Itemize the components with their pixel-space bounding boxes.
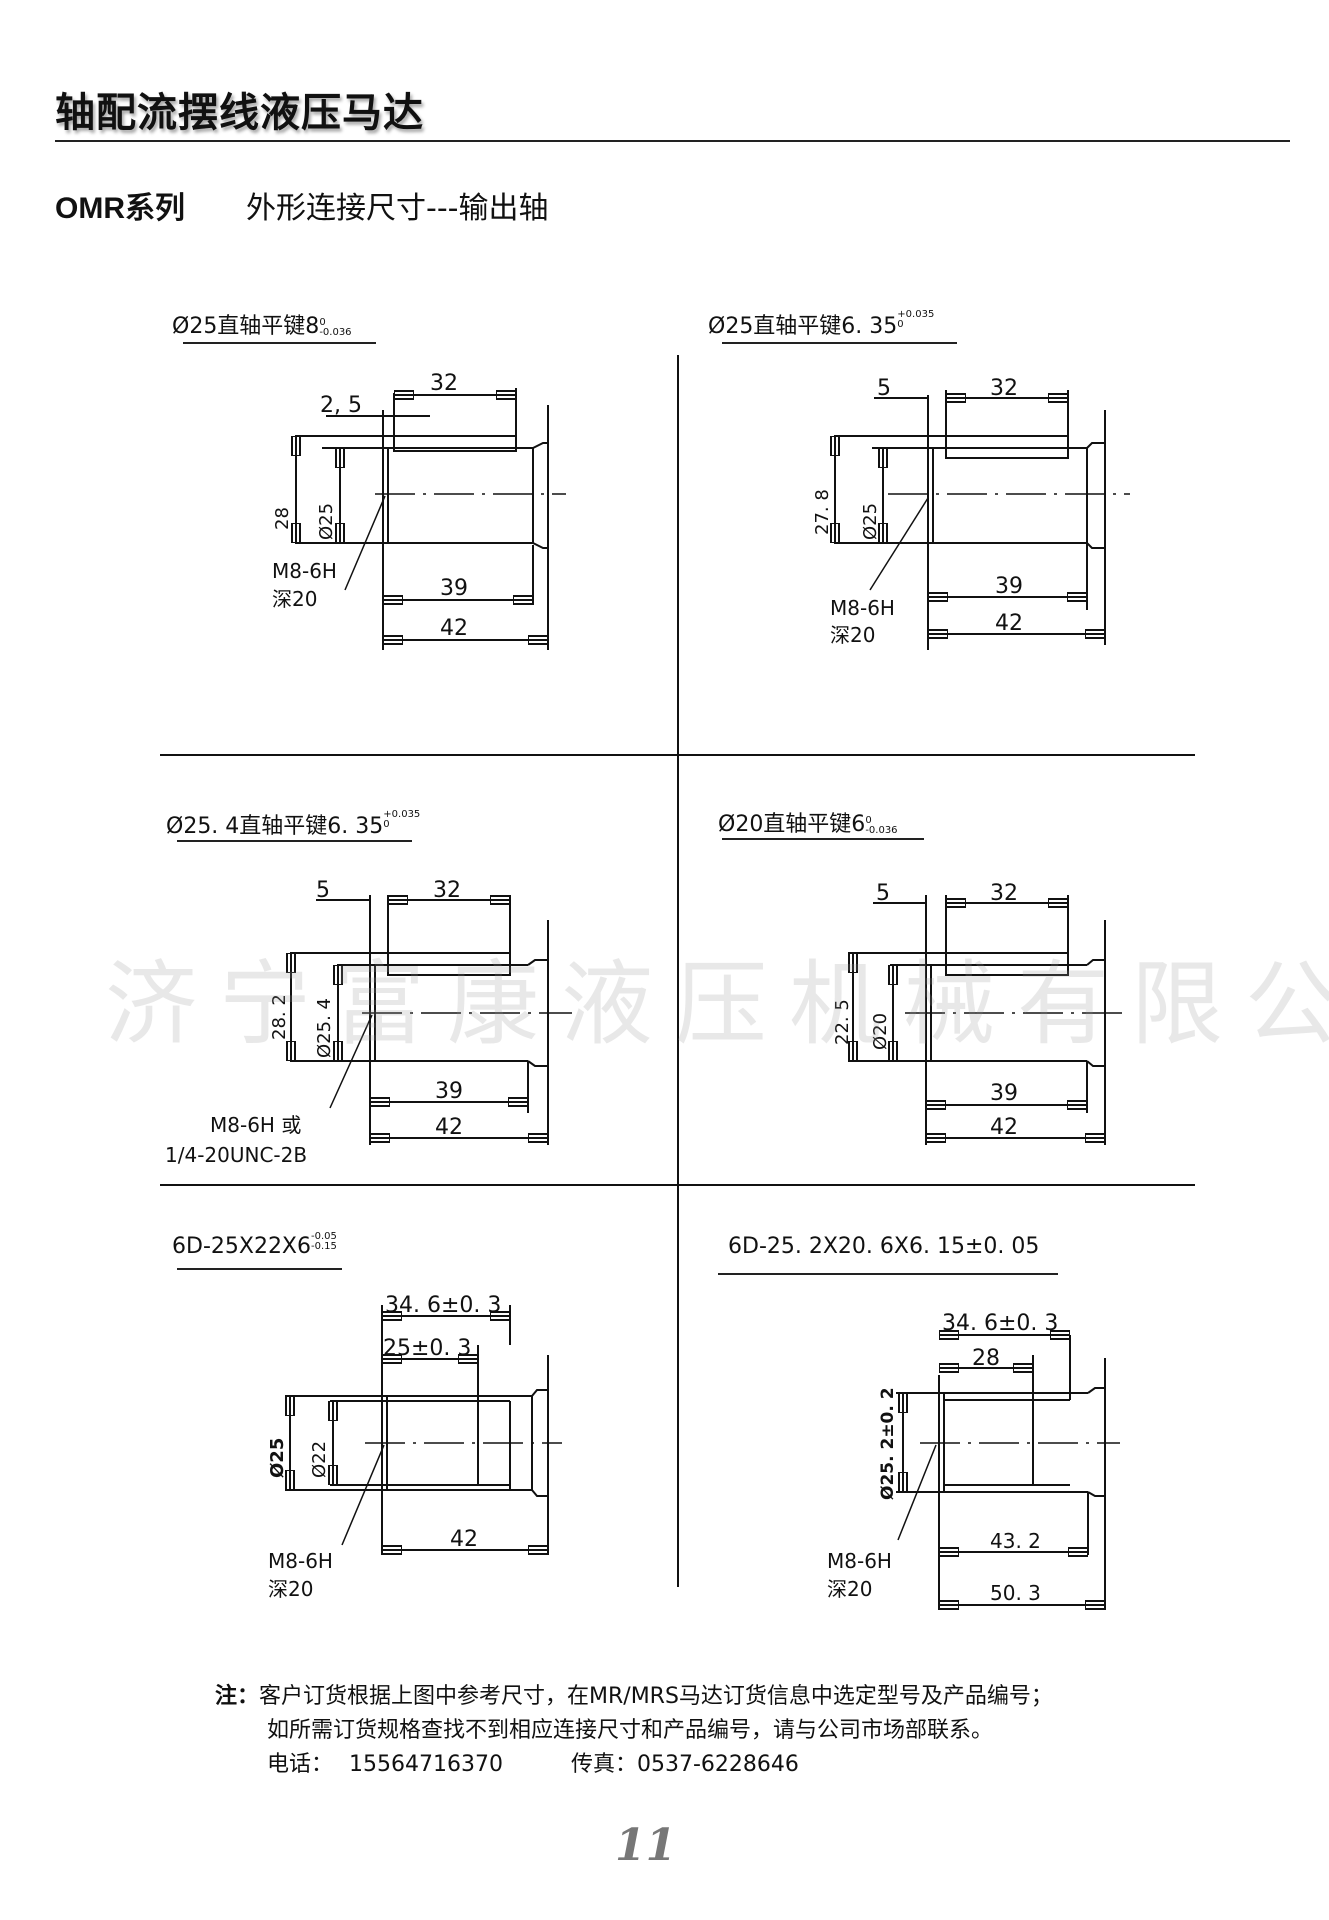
note-line-2: 如所需订货规格查找不到相应连接尺寸和产品编号，请与公司市场部联系。: [267, 1718, 994, 1743]
panel-5-dim-diameter: Ø25: [267, 1438, 288, 1478]
panel-3-dim-len-inner: 39: [435, 1079, 463, 1104]
panel-2-dim-top-left: 5: [877, 376, 891, 401]
panel-6-dim-span-outer: 34. 6±0. 3: [942, 1311, 1058, 1336]
panel-3-tol-lower: 0: [383, 819, 390, 830]
panel-1-title-text: Ø25直轴平键8: [172, 314, 320, 339]
panel-4-tol-upper: 0: [865, 815, 872, 826]
panel-3-dim-len-outer: 42: [435, 1115, 463, 1140]
panel-4-dim-height: 22. 5: [832, 999, 853, 1045]
panel-1-dim-top-left: 2, 5: [320, 393, 362, 418]
panel-6-dim-diameter: Ø25. 2±0. 2: [878, 1387, 898, 1500]
panel-5-thread-depth: 深20: [268, 1577, 313, 1601]
panel-4-tol-lower: -0.036: [865, 825, 898, 836]
phone-number: 15564716370: [349, 1752, 503, 1777]
panel-2-thread-depth: 深20: [830, 623, 875, 647]
panel-5-title-rule: [177, 1268, 342, 1270]
panel-1-dim-height: 28: [272, 507, 293, 530]
panel-4-dim-top-left: 5: [876, 881, 890, 906]
fax-number: 0537-6228646: [637, 1752, 799, 1777]
panel-5-tol-upper: -0.05: [311, 1231, 337, 1242]
panel-6-drawing: [896, 1335, 1120, 1610]
note-contact: 电话： 15564716370 传真：0537-6228646: [215, 1748, 1053, 1782]
panel-2-dim-height: 27. 8: [812, 489, 833, 535]
panel-1-tol-lower: -0.036: [319, 327, 352, 338]
panel-3-drawing: [290, 895, 572, 1145]
panel-2-drawing: [834, 390, 1130, 650]
panel-3-thread: M8-6H 或: [210, 1113, 301, 1137]
panel-3-dim-top-span: 32: [433, 878, 461, 903]
panel-1-thread: M8-6H: [272, 559, 337, 583]
panel-2-dim-len-inner: 39: [995, 574, 1023, 599]
panel-5-thread: M8-6H: [268, 1549, 333, 1573]
panel-5-title: 6D-25X22X6-0.05-0.15: [172, 1231, 337, 1260]
panel-4-title-rule: [722, 838, 924, 840]
panel-6-thread: M8-6H: [827, 1549, 892, 1573]
fax-label: 传真：: [570, 1752, 637, 1777]
panel-2-title-text: Ø25直轴平键6. 35: [708, 314, 898, 339]
panel-3-title-rule: [177, 840, 412, 842]
panel-1-dim-len-outer: 42: [440, 616, 468, 641]
panel-5-tol-lower: -0.15: [311, 1241, 337, 1252]
panel-4-drawing: [848, 895, 1128, 1145]
panel-1-dim-len-inner: 39: [440, 576, 468, 601]
panel-1-tol-upper: 0: [319, 317, 326, 328]
panel-2-dim-len-outer: 42: [995, 611, 1023, 636]
panel-2-dim-top-span: 32: [990, 376, 1018, 401]
panel-4-dim-len-inner: 39: [990, 1081, 1018, 1106]
panel-4-dim-len-outer: 42: [990, 1115, 1018, 1140]
panel-2-title-rule: [722, 342, 957, 344]
panel-3-tol-upper: +0.035: [383, 809, 421, 820]
panel-1-drawing: [295, 388, 566, 650]
phone-label: 电话：: [267, 1752, 334, 1777]
series-label: OMR系列: [55, 192, 185, 225]
panel-4-dim-top-span: 32: [990, 881, 1018, 906]
panel-3-dim-height: 28. 2: [269, 994, 290, 1040]
panel-5-dim-len-outer: 42: [450, 1527, 478, 1552]
panel-4-dim-diameter: Ø20: [870, 1013, 891, 1050]
grid-vertical-divider: [677, 355, 679, 1587]
panel-3-title-text: Ø25. 4直轴平键6. 35: [166, 814, 384, 839]
panel-6-dim-span-inner: 28: [972, 1346, 1000, 1371]
panel-5-dim-span-inner: 25±0. 3: [383, 1336, 471, 1361]
panel-2-tol-upper: +0.035: [897, 309, 935, 320]
panel-2-thread: M8-6H: [830, 596, 895, 620]
panel-3-dim-diameter: Ø25. 4: [314, 998, 335, 1058]
panel-6-title: 6D-25. 2X20. 6X6. 15±0. 05: [728, 1234, 1039, 1259]
panel-6-title-rule: [718, 1273, 1058, 1275]
order-note: 注：客户订货根据上图中参考尺寸，在MR/MRS马达订货信息中选定型号及产品编号；…: [215, 1680, 1053, 1782]
panel-6-title-text: 6D-25. 2X20. 6X6. 15±0. 05: [728, 1234, 1040, 1259]
panel-5-drawing: [285, 1305, 562, 1555]
panel-1-title-rule: [183, 342, 376, 344]
note-label: 注：: [215, 1684, 260, 1709]
page-number: 11: [615, 1820, 677, 1871]
panel-1-dim-top-span: 32: [430, 371, 458, 396]
panel-2-dim-diameter: Ø25: [860, 503, 881, 540]
panel-5-dim-inner-diameter: Ø22: [309, 1441, 330, 1478]
panel-5-title-text: 6D-25X22X6: [172, 1234, 312, 1259]
panel-6-dim-len-outer: 50. 3: [990, 1581, 1041, 1605]
panel-3-dim-top-left: 5: [316, 878, 330, 903]
note-line-1-text: 客户订货根据上图中参考尺寸，在MR/MRS马达订货信息中选定型号及产品编号；: [259, 1684, 1053, 1709]
panel-4-title-text: Ø20直轴平键6: [718, 812, 866, 837]
panel-1-dim-diameter: Ø25: [316, 503, 337, 540]
grid-horizontal-divider-1: [160, 754, 1195, 756]
panel-3-thread-alt: 1/4-20UNC-2B: [165, 1143, 307, 1167]
page-title: 轴配流摆线液压马达: [55, 90, 424, 136]
section-label: 外形连接尺寸---输出轴: [246, 191, 549, 226]
grid-horizontal-divider-2: [160, 1184, 1195, 1186]
panel-1-thread-depth: 深20: [272, 587, 317, 611]
title-divider: [55, 140, 1290, 142]
panel-2-tol-lower: 0: [897, 319, 904, 330]
note-line-1: 注：客户订货根据上图中参考尺寸，在MR/MRS马达订货信息中选定型号及产品编号；: [215, 1680, 1053, 1714]
panel-6-dim-len-inner: 43. 2: [990, 1529, 1041, 1553]
panel-5-dim-span-outer: 34. 6±0. 3: [385, 1293, 501, 1318]
panel-6-thread-depth: 深20: [827, 1577, 872, 1601]
